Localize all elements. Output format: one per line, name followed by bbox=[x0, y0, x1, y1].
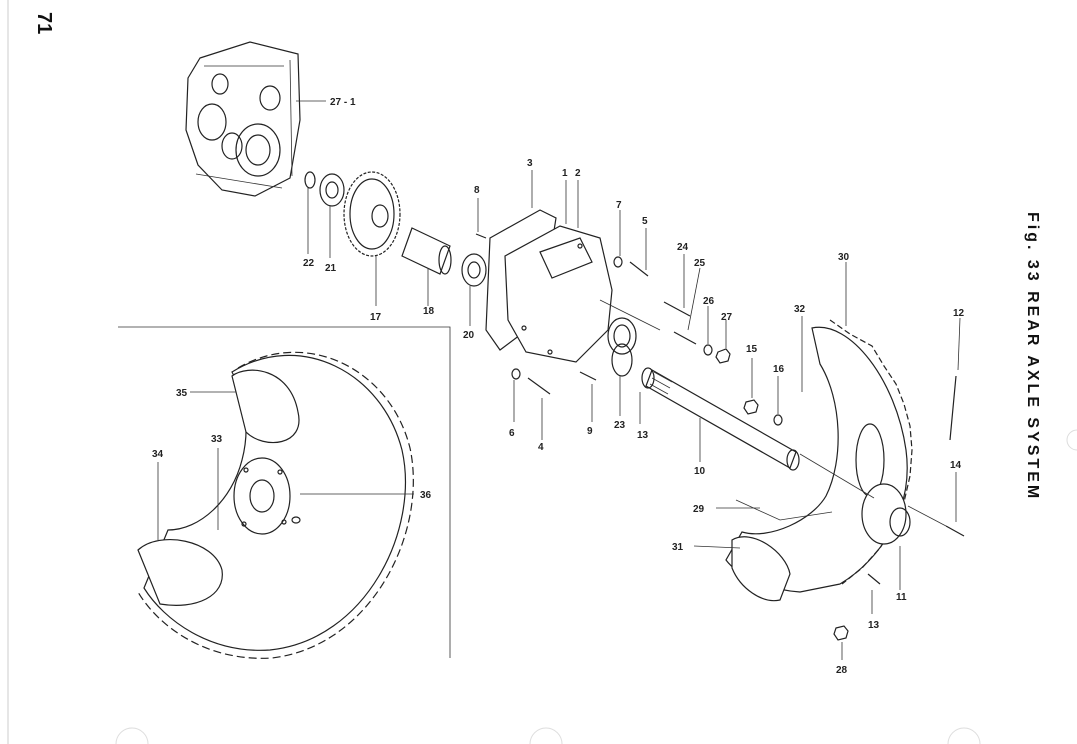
binder-hole-edge bbox=[1066, 429, 1077, 451]
rear-axle-shaft bbox=[599, 299, 800, 471]
bolt-5 bbox=[629, 261, 649, 277]
callout-28: 28 bbox=[836, 665, 848, 676]
callout-2: 2 bbox=[575, 168, 581, 179]
callout-1: 1 bbox=[562, 168, 568, 179]
dowel-pin bbox=[475, 233, 487, 239]
stud-25 bbox=[673, 331, 697, 345]
bolt-4 bbox=[527, 377, 551, 395]
callout-17: 17 bbox=[370, 312, 382, 323]
callout-18: 18 bbox=[423, 306, 435, 317]
callout-16: 16 bbox=[773, 364, 785, 375]
callout-25: 25 bbox=[694, 258, 706, 269]
callout-29: 29 bbox=[693, 504, 705, 515]
callout-32: 32 bbox=[794, 304, 806, 315]
nut-15 bbox=[743, 399, 759, 415]
callout-15: 15 bbox=[746, 344, 758, 355]
callout-5: 5 bbox=[642, 216, 648, 227]
washer-6 bbox=[511, 368, 521, 380]
callout-33: 33 bbox=[211, 434, 223, 445]
callout-labels: 27 - 1 22 21 17 18 20 8 3 1 2 7 5 24 25 … bbox=[152, 97, 965, 676]
binder-hole-center bbox=[529, 727, 563, 744]
washer-26 bbox=[703, 344, 713, 356]
spacer-tube bbox=[401, 227, 452, 306]
pin-12 bbox=[949, 375, 957, 441]
callout-7: 7 bbox=[616, 200, 622, 211]
callout-4: 4 bbox=[538, 442, 544, 453]
callout-12: 12 bbox=[953, 308, 965, 319]
axle-housing bbox=[485, 170, 637, 363]
callout-35: 35 bbox=[176, 388, 188, 399]
nut-27 bbox=[715, 348, 731, 364]
figure-title: Fig. 33 REAR AXLE SYSTEM bbox=[1024, 212, 1041, 501]
key-13 bbox=[867, 573, 881, 585]
bearing-20 bbox=[461, 253, 487, 326]
callout-27: 27 bbox=[721, 312, 733, 323]
ring-gear bbox=[343, 171, 401, 306]
snap-ring bbox=[304, 171, 316, 189]
callout-13-hub: 13 bbox=[868, 620, 880, 631]
binder-hole-right bbox=[947, 727, 981, 744]
tire-assembly-detail bbox=[137, 351, 414, 659]
callout-26: 26 bbox=[703, 296, 715, 307]
callout-24: 24 bbox=[677, 242, 689, 253]
bolt-28 bbox=[833, 625, 849, 641]
callout-8: 8 bbox=[474, 185, 480, 196]
callout-20: 20 bbox=[463, 330, 475, 341]
tire-inset-frame bbox=[118, 326, 451, 658]
callout-21: 21 bbox=[325, 263, 337, 274]
callout-3: 3 bbox=[527, 158, 533, 169]
callout-22: 22 bbox=[303, 258, 315, 269]
wheel-hub bbox=[799, 453, 911, 590]
bearing-21 bbox=[319, 173, 345, 258]
bolt-9 bbox=[579, 371, 597, 381]
callout-6: 6 bbox=[509, 428, 515, 439]
stud-24 bbox=[663, 301, 691, 317]
callout-27-1: 27 - 1 bbox=[330, 97, 356, 108]
washer-16 bbox=[773, 414, 783, 426]
callout-34: 34 bbox=[152, 449, 164, 460]
washer-7 bbox=[613, 256, 623, 268]
callout-11: 11 bbox=[896, 592, 907, 603]
callout-10: 10 bbox=[694, 466, 706, 477]
callout-23: 23 bbox=[614, 420, 626, 431]
callout-36: 36 bbox=[420, 490, 432, 501]
callout-9: 9 bbox=[587, 426, 593, 437]
binder-hole-left bbox=[115, 727, 149, 744]
callout-30: 30 bbox=[838, 252, 850, 263]
oil-seal-23 bbox=[611, 343, 633, 377]
callout-14: 14 bbox=[950, 460, 962, 471]
page-number: 71 bbox=[33, 12, 55, 34]
transmission-case bbox=[185, 41, 326, 197]
callout-31: 31 bbox=[672, 542, 684, 553]
bolt-14 bbox=[945, 525, 965, 537]
callout-13-shaft: 13 bbox=[637, 430, 649, 441]
